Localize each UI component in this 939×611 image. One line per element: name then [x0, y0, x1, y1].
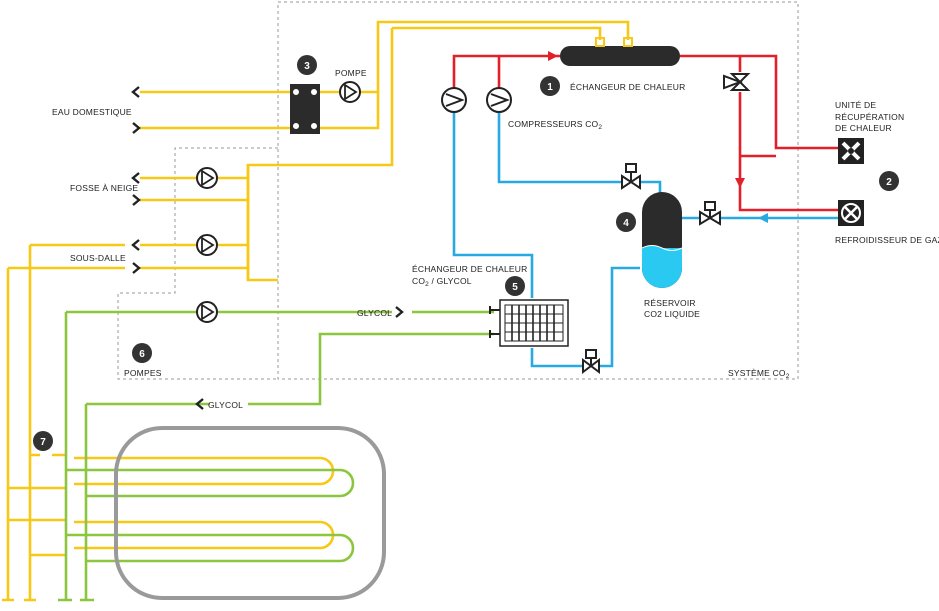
three-way-valve-icon — [723, 73, 751, 91]
ice-rink-outline — [114, 426, 386, 600]
label-fosse-neige: FOSSE À NEIGE — [70, 183, 138, 193]
glycol-pipes — [58, 310, 494, 602]
label-sous-dalle: SOUS-DALLE — [70, 253, 126, 263]
label-glycol-return: GLYCOL — [208, 400, 243, 410]
label-pompes: POMPES — [124, 368, 162, 378]
hot-gas-pipes — [452, 51, 838, 212]
valve-icon — [621, 163, 641, 190]
badge-7: 7 — [33, 431, 53, 451]
label-pompe: POMPE — [335, 68, 367, 78]
pump-icon — [196, 301, 218, 323]
label-eau-domestique: EAU DOMESTIQUE — [52, 107, 132, 117]
hx-connector — [595, 37, 605, 47]
label-glycol-supply: GLYCOL — [357, 308, 392, 318]
valve-icon — [699, 201, 721, 226]
badge-6: 6 — [132, 343, 152, 363]
label-unite-line3: DE CHALEUR — [835, 123, 892, 133]
svg-text:4: 4 — [623, 218, 629, 229]
co2-glycol-heat-exchanger — [489, 299, 569, 347]
plate-heat-exchanger-icon — [290, 84, 320, 134]
arrow-chevron-icon — [131, 86, 404, 410]
label-systeme-co2: SYSTÈME CO2 — [728, 368, 790, 380]
label-reservoir-line1: RÉSERVOIR — [644, 298, 696, 308]
label-refroidisseur: REFROIDISSEUR DE GAZ — [835, 235, 939, 245]
label-echangeur-glycol-line2: CO2 / GLYCOL — [412, 276, 472, 288]
co2-system-boundary — [277, 1, 799, 380]
badge-3: 3 — [297, 55, 317, 75]
co2-reservoir-tank — [641, 192, 683, 288]
label-compresseurs: COMPRESSEURS CO2 — [508, 119, 602, 131]
compressor-icon — [486, 87, 512, 113]
compressor-icon — [441, 87, 467, 113]
badge-2: 2 — [879, 171, 899, 191]
label-reservoir-line2: CO2 LIQUIDE — [644, 309, 700, 319]
svg-text:1: 1 — [547, 82, 553, 93]
label-echangeur-glycol-line1: ÉCHANGEUR DE CHALEUR — [412, 264, 527, 274]
badge-4: 4 — [616, 212, 636, 232]
label-unite-line1: UNITÉ DE — [835, 100, 876, 110]
gas-cooler-fan-icon — [838, 200, 864, 226]
hot-water-pipes — [2, 20, 630, 602]
cold-co2-pipes — [452, 112, 838, 368]
pump-icon — [196, 234, 218, 256]
pumps-boundary — [117, 147, 278, 380]
pump-icon — [339, 81, 361, 103]
svg-text:6: 6 — [139, 349, 145, 360]
valve-icon — [582, 349, 600, 374]
hx-connector — [623, 37, 633, 47]
heat-recovery-fan-icon — [838, 138, 864, 164]
label-echangeur: ÉCHANGEUR DE CHALEUR — [570, 82, 685, 92]
svg-text:2: 2 — [886, 177, 892, 188]
svg-text:7: 7 — [40, 437, 46, 448]
pump-icon — [196, 167, 218, 189]
badge-5: 5 — [505, 276, 525, 296]
badge-1: 1 — [540, 76, 560, 96]
heat-exchanger-main — [560, 46, 680, 66]
label-unite-line2: RÉCUPÉRATION — [835, 112, 904, 122]
svg-text:5: 5 — [512, 282, 518, 293]
svg-text:3: 3 — [304, 61, 310, 72]
